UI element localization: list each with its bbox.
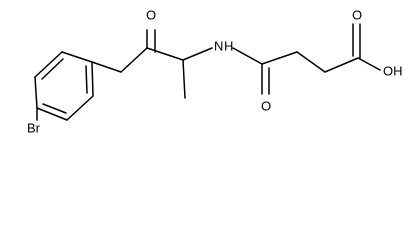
- amide-oxygen-label: O: [261, 99, 271, 114]
- ring-bond-6: [36, 107, 68, 121]
- chain-bond-1: [261, 51, 298, 65]
- acid-oh-bond: [357, 57, 381, 71]
- ring-bond-4-inner: [85, 65, 88, 94]
- ring-bond-2-inner: [41, 58, 64, 80]
- chiral-to-n-bond: [182, 47, 213, 61]
- chemical-structure-diagram: Br O N H O O OH: [27, 8, 403, 136]
- chain-bond-3: [324, 57, 359, 73]
- ring-to-ketone-bond: [91, 61, 122, 73]
- acid-oxygen-label: O: [352, 8, 362, 23]
- methyl-bond: [182, 59, 186, 99]
- bonds: [34, 23, 381, 121]
- ketone-double-bond-a: [120, 47, 148, 73]
- acid-hydroxyl-label: OH: [383, 64, 403, 79]
- ring-bond-6-inner: [42, 103, 67, 114]
- chain-bond-2: [296, 51, 326, 73]
- bromine-label: Br: [27, 121, 41, 136]
- ketone-to-chiral-bond: [146, 47, 184, 61]
- ring-bond-5: [66, 95, 94, 121]
- amide-nitrogen-label: N: [214, 39, 223, 54]
- amide-hydrogen-label: H: [224, 39, 233, 54]
- ring-bond-3: [61, 51, 93, 63]
- atom-labels: Br O N H O O OH: [27, 8, 403, 136]
- ring-bond-1: [34, 76, 38, 109]
- ring-bond-4: [91, 61, 94, 97]
- n-to-amide-bond: [232, 47, 263, 65]
- ring-bond-2: [34, 51, 63, 78]
- ketone-oxygen-label: O: [146, 8, 156, 23]
